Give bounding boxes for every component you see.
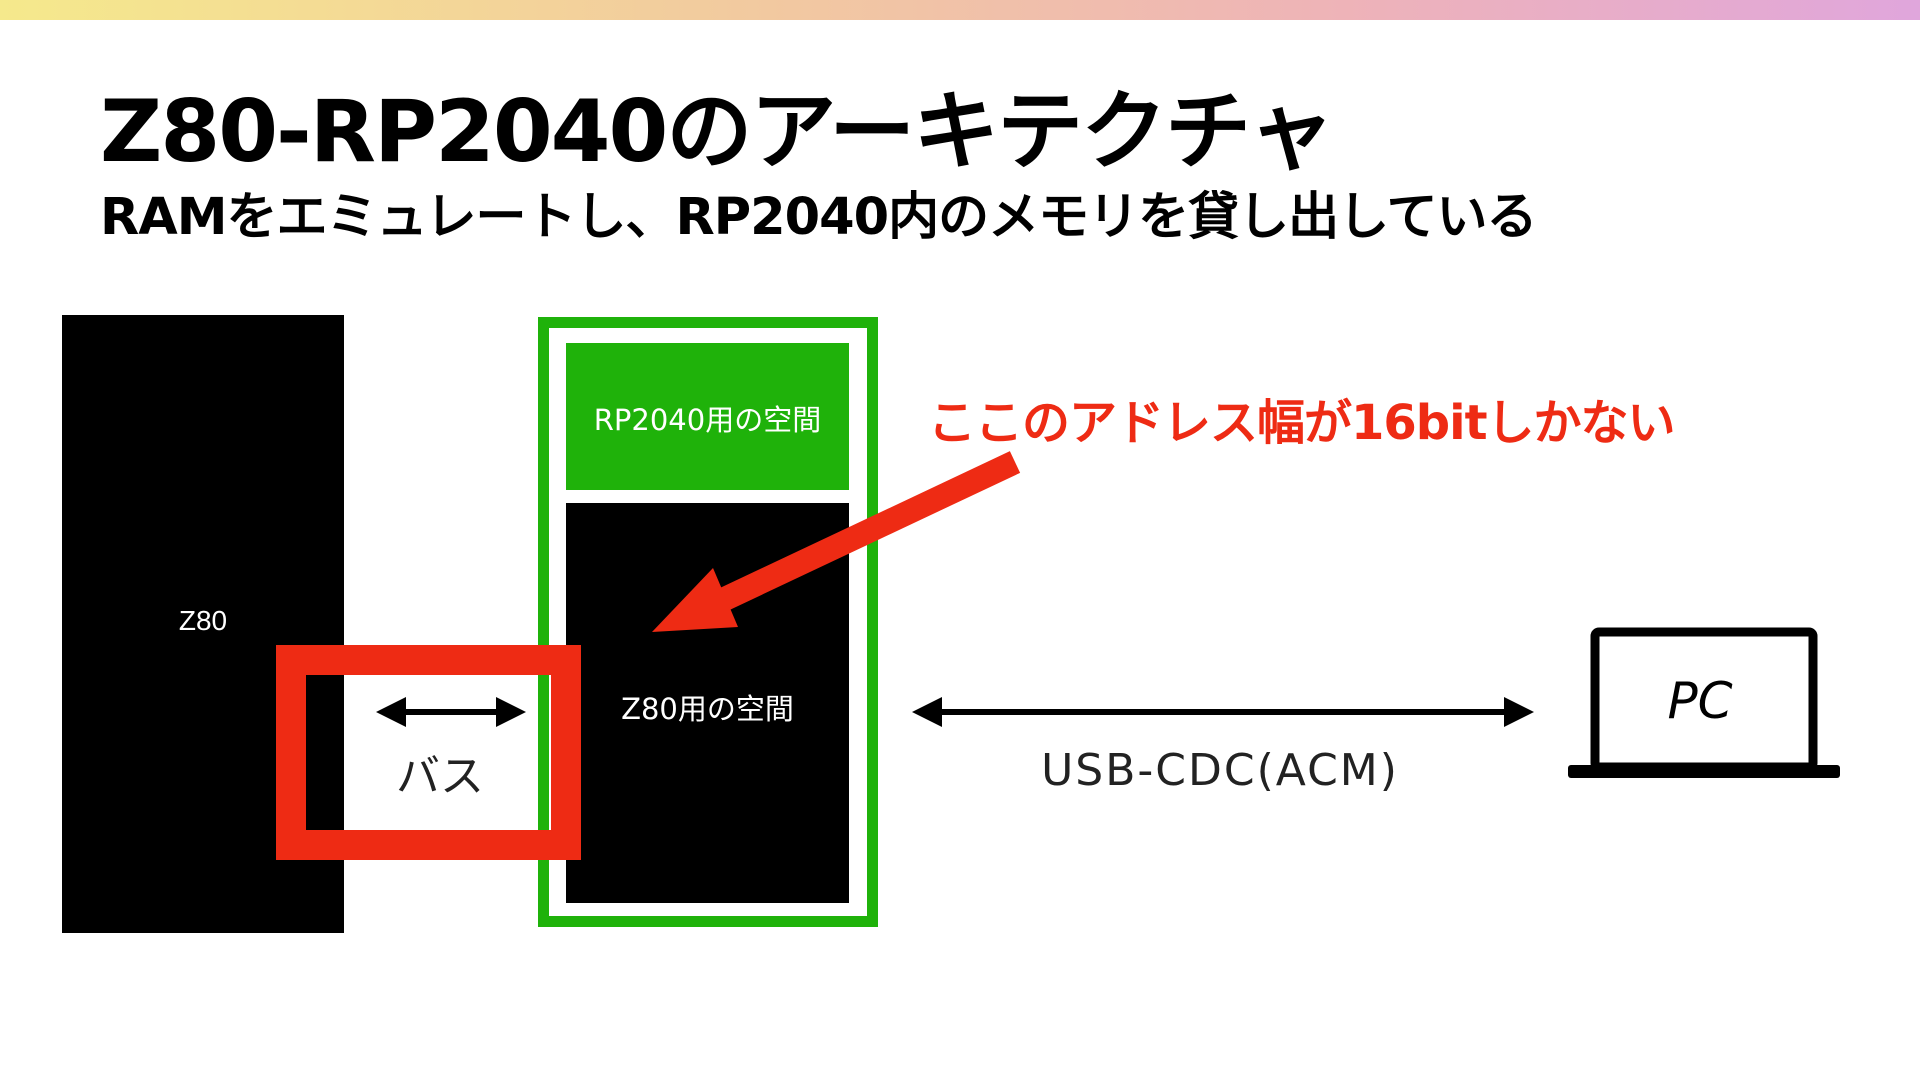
slide-subtitle: RAMをエミュレートし、RP2040内のメモリを貸し出している <box>100 188 1538 247</box>
address-width-callout: ここのアドレス幅が16bitしかない <box>928 395 1676 451</box>
rp2040-space-label: RP2040用の空間 <box>593 403 822 437</box>
usb-cdc-label: USB-CDC(ACM) <box>1041 745 1399 796</box>
pc-label: PC <box>1667 672 1733 730</box>
z80-space-label: Z80用の空間 <box>621 692 794 726</box>
z80-label: Z80 <box>178 605 228 636</box>
top-gradient-bar <box>0 0 1920 20</box>
slide-title: Z80-RP2040のアーキテクチャ <box>100 82 1334 182</box>
bus-label: バス <box>396 751 484 802</box>
